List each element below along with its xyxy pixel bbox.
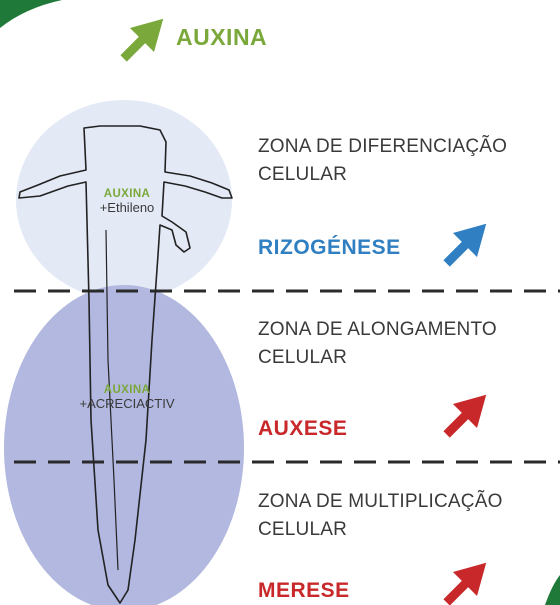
lower-zone-ellipse — [4, 285, 244, 605]
rizogenese-arrow-icon — [443, 223, 487, 267]
zone-differentiation-line1: ZONA DE DIFERENCIAÇÃO — [258, 136, 508, 157]
zone-elongation-line2: CELULAR — [258, 347, 348, 368]
zone-multiplication-label: ZONA DE MULTIPLICAÇÃO CELULAR — [258, 488, 503, 544]
merese-arrow-icon — [443, 562, 487, 605]
lower-hormone-label: AUXINA +ACRECIACTIV — [52, 384, 202, 411]
lower-acreciactiv-text: +ACRECIACTIV — [79, 396, 175, 411]
bottom-right-corner-arc — [545, 575, 560, 605]
merese-label: MERESE — [258, 579, 350, 602]
upper-ethylene-text: +Ethileno — [99, 200, 155, 215]
auxese-label: AUXESE — [258, 417, 348, 440]
zone-differentiation-label: ZONA DE DIFERENCIAÇÃO CELULAR — [258, 133, 507, 189]
header-arrow-icon — [120, 18, 164, 62]
upper-zone-ellipse — [16, 100, 232, 300]
zone-multiplication-line2: CELULAR — [258, 519, 348, 540]
upper-auxin-text: AUXINA — [103, 188, 151, 200]
rizogenese-label: RIZOGÉNESE — [258, 236, 401, 259]
root-outline — [18, 125, 233, 604]
header-auxin-label: AUXINA — [176, 24, 268, 50]
lower-auxin-text: AUXINA — [103, 384, 151, 396]
zone-elongation-label: ZONA DE ALONGAMENTO CELULAR — [258, 316, 497, 372]
root-inner-line — [105, 229, 119, 571]
auxese-arrow-icon — [443, 394, 487, 438]
zone-multiplication-line1: ZONA DE MULTIPLICAÇÃO — [258, 491, 503, 512]
upper-hormone-label: AUXINA +Ethileno — [52, 188, 202, 215]
zone-differentiation-line2: CELULAR — [258, 164, 348, 185]
top-left-corner-arc — [0, 0, 62, 28]
zone-elongation-line1: ZONA DE ALONGAMENTO — [258, 319, 497, 340]
